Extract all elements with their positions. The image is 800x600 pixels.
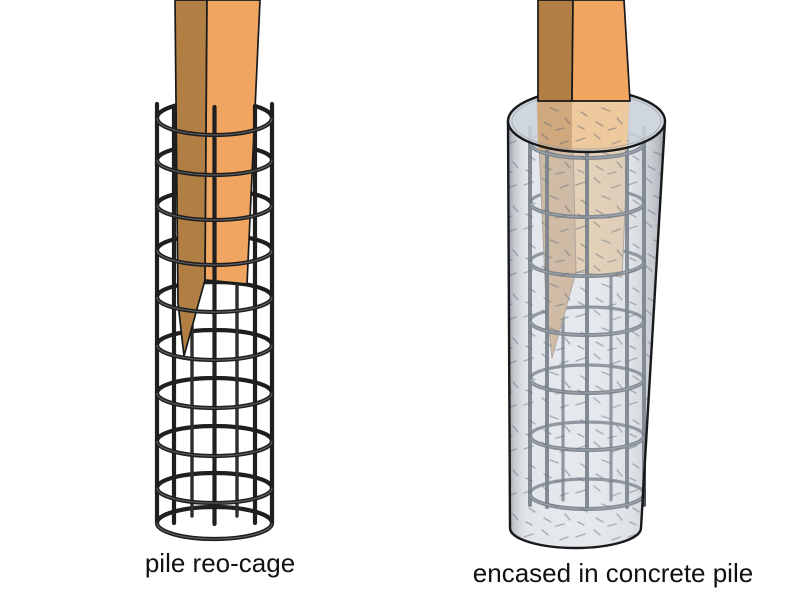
- right-panel-illustration: [506, 0, 667, 550]
- timber-pile-left: [174, 0, 261, 357]
- left-panel-illustration: [154, 0, 275, 542]
- right-caption: encased in concrete pile: [472, 558, 754, 588]
- left-caption: pile reo-cage: [144, 548, 296, 578]
- timber-pile-right: [537, 0, 631, 102]
- concrete-shell: [506, 88, 667, 550]
- reo-cage-left-front-rings: [154, 115, 275, 542]
